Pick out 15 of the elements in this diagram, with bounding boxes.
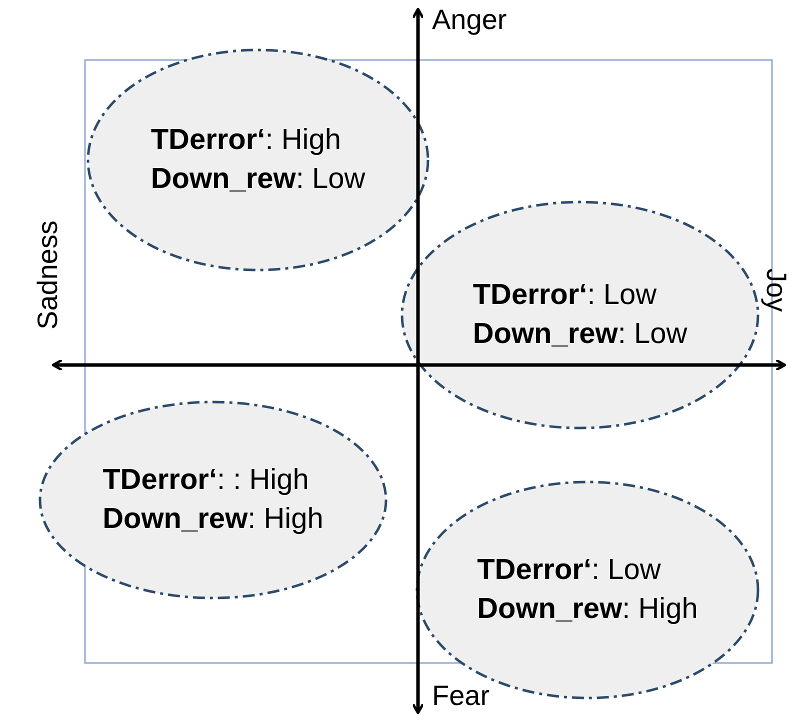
ellipse-text: Down_rew: Low bbox=[150, 162, 366, 197]
ellipse-text: TDerror‘: Low bbox=[472, 278, 658, 313]
axis-label: Sadness bbox=[34, 220, 62, 330]
ellipse-text: TDerror‘: Low bbox=[477, 553, 662, 588]
axis-label: Anger bbox=[432, 6, 507, 34]
ellipse-text: Down_rew: Low bbox=[472, 317, 688, 352]
ellipse-node bbox=[86, 48, 430, 272]
axis-label: Fear bbox=[432, 682, 490, 710]
ellipse-text: Down_rew: High bbox=[102, 502, 324, 537]
axis-label: Joy bbox=[762, 268, 790, 312]
ellipse-text: TDerror‘: High bbox=[150, 123, 342, 158]
ellipse-node bbox=[400, 200, 760, 430]
ellipse-text: TDerror‘: : High bbox=[102, 463, 310, 498]
ellipse-text: Down_rew: High bbox=[477, 592, 698, 627]
ellipse-node bbox=[38, 400, 388, 600]
